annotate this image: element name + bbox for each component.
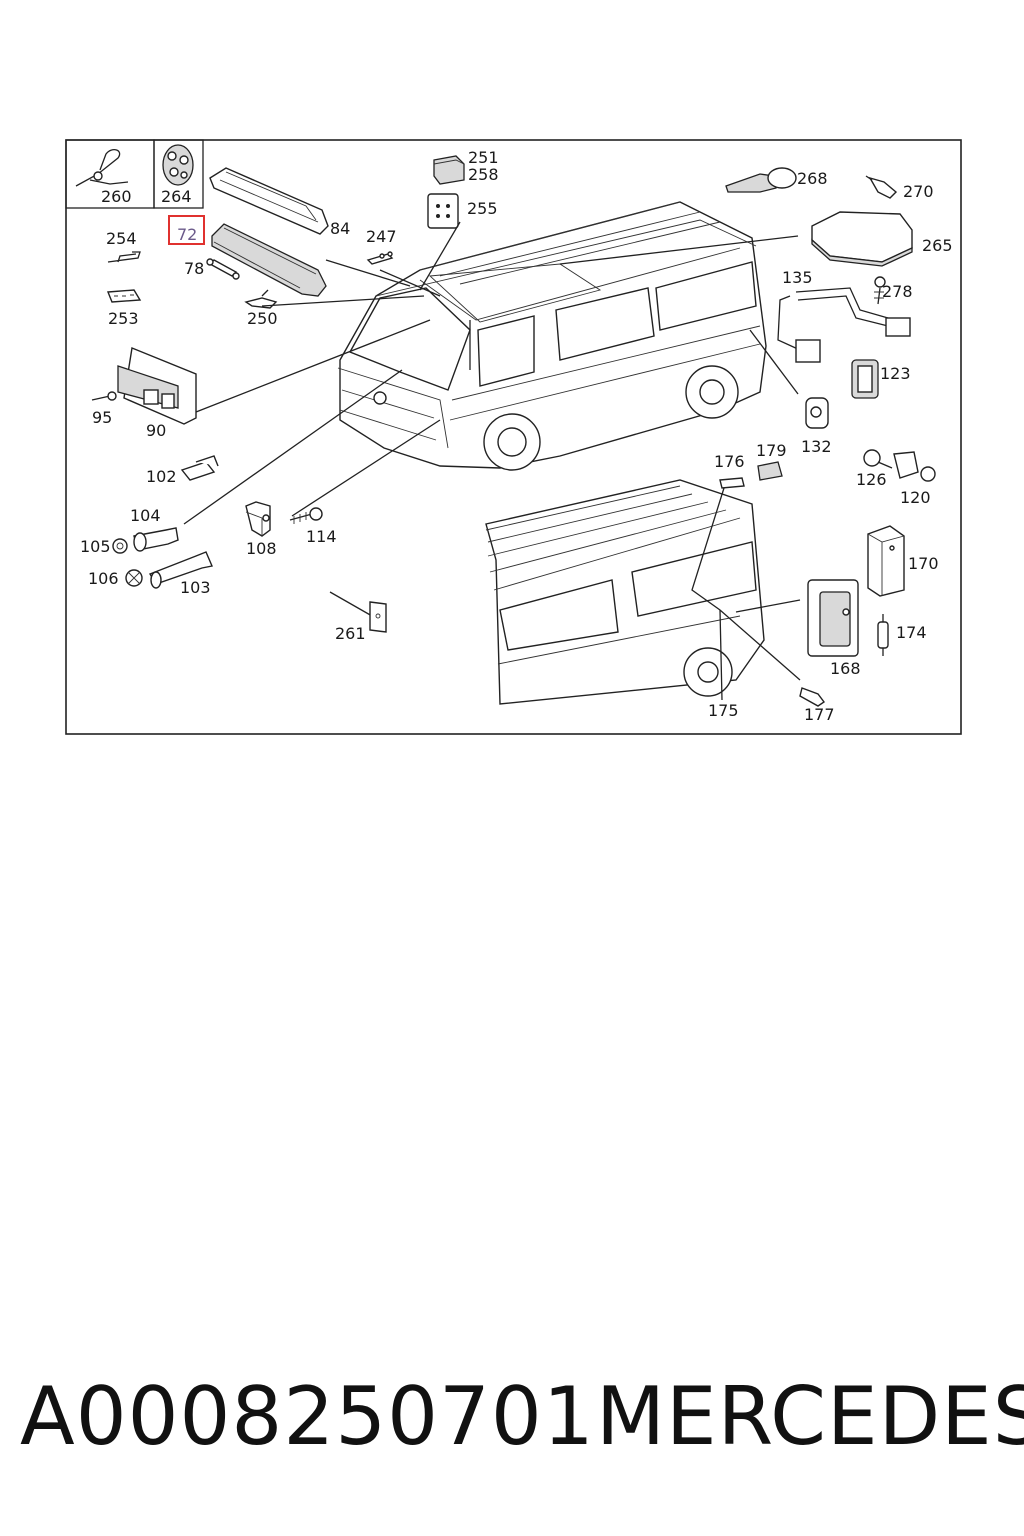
- switch-132-icon: [805, 397, 829, 429]
- highlight-box-72: [168, 215, 205, 245]
- part-label-270: 270: [903, 182, 934, 201]
- nut-105-icon: [112, 538, 128, 554]
- part-label-84: 84: [330, 219, 350, 238]
- bracket-108-icon: [245, 501, 271, 537]
- screw-278-icon: [874, 276, 886, 305]
- wiring-upper: [183, 221, 799, 525]
- bulb-270-icon: [865, 175, 898, 199]
- switch-120-icon: [893, 451, 936, 482]
- part-label-90: 90: [146, 421, 166, 440]
- connector-247-icon: [366, 251, 394, 265]
- switch-168-icon: [807, 579, 859, 657]
- part-label-114: 114: [306, 527, 337, 546]
- part-label-261: 261: [335, 624, 366, 643]
- part-label-258: 258: [468, 165, 499, 184]
- part-label-264: 264: [161, 187, 192, 206]
- part-label-123: 123: [880, 364, 911, 383]
- relay-179-icon: [757, 461, 783, 481]
- relay-icon: [433, 155, 465, 185]
- cable-tie-icon: [75, 148, 129, 187]
- part-label-135: 135: [782, 268, 813, 287]
- part-label-265: 265: [922, 236, 953, 255]
- part-label-72-highlighted: 72: [177, 225, 197, 244]
- part-label-255: 255: [467, 199, 498, 218]
- bulb-icon: [206, 258, 240, 280]
- part-label-95: 95: [92, 408, 112, 427]
- part-number: A0008250701: [20, 1370, 595, 1463]
- part-label-103: 103: [180, 578, 211, 597]
- part-label-105: 105: [80, 537, 111, 556]
- part-label-179: 179: [756, 441, 787, 460]
- connector-icon: [106, 289, 142, 303]
- part-label-126: 126: [856, 470, 887, 489]
- part-label-106: 106: [88, 569, 119, 588]
- nut-106-icon: [125, 569, 143, 587]
- part-label-108: 108: [246, 539, 277, 558]
- part-label-120: 120: [900, 488, 931, 507]
- connector-102-icon: [180, 455, 219, 481]
- screw-114-icon: [289, 507, 323, 524]
- part-label-104: 104: [130, 506, 161, 525]
- terminal-176-icon: [719, 477, 745, 489]
- diagram-frame: [65, 139, 962, 735]
- screw-95-icon: [91, 391, 117, 401]
- bolt-261-icon: [329, 591, 387, 633]
- part-label-170: 170: [908, 554, 939, 573]
- part-label-102: 102: [146, 467, 177, 486]
- part-label-174: 174: [896, 623, 927, 642]
- key-268-icon: [725, 167, 797, 193]
- part-label-268: 268: [797, 169, 828, 188]
- part-label-253: 253: [108, 309, 139, 328]
- part-label-260: 260: [101, 187, 132, 206]
- screw-126-icon: [863, 449, 893, 469]
- lamp-housing-icon: [211, 223, 327, 297]
- part-label-250: 250: [247, 309, 278, 328]
- wiring-lower: [691, 487, 801, 701]
- switch-module-icon: [117, 347, 197, 425]
- part-label-168: 168: [830, 659, 861, 678]
- part-label-78: 78: [184, 259, 204, 278]
- harness-135-icon: [777, 287, 911, 363]
- lamp-lens-icon: [209, 167, 329, 235]
- inset-box-264: [153, 139, 204, 209]
- terminal-177-icon: [799, 687, 826, 707]
- brand-name: MERCEDES: [596, 1370, 1024, 1463]
- part-label-132: 132: [801, 437, 832, 456]
- lamp-123-icon: [851, 359, 879, 399]
- fuse-174-icon: [877, 614, 889, 656]
- part-label-175: 175: [708, 701, 739, 720]
- part-label-247: 247: [366, 227, 397, 246]
- lamp-265-icon: [811, 211, 913, 267]
- relay-box-icon: [427, 193, 459, 229]
- part-label-254: 254: [106, 229, 137, 248]
- relay-170-icon: [867, 525, 905, 597]
- part-label-278: 278: [882, 282, 913, 301]
- part-label-251: 251: [468, 148, 499, 167]
- switch-104-icon: [133, 527, 179, 552]
- grommet-icon: [162, 144, 194, 186]
- part-label-176: 176: [714, 452, 745, 471]
- switch-103-icon: [148, 551, 213, 589]
- van-front-view: [337, 201, 767, 471]
- van-rear-view: [485, 479, 765, 705]
- part-label-177: 177: [804, 705, 835, 724]
- terminal-icon: [107, 251, 141, 263]
